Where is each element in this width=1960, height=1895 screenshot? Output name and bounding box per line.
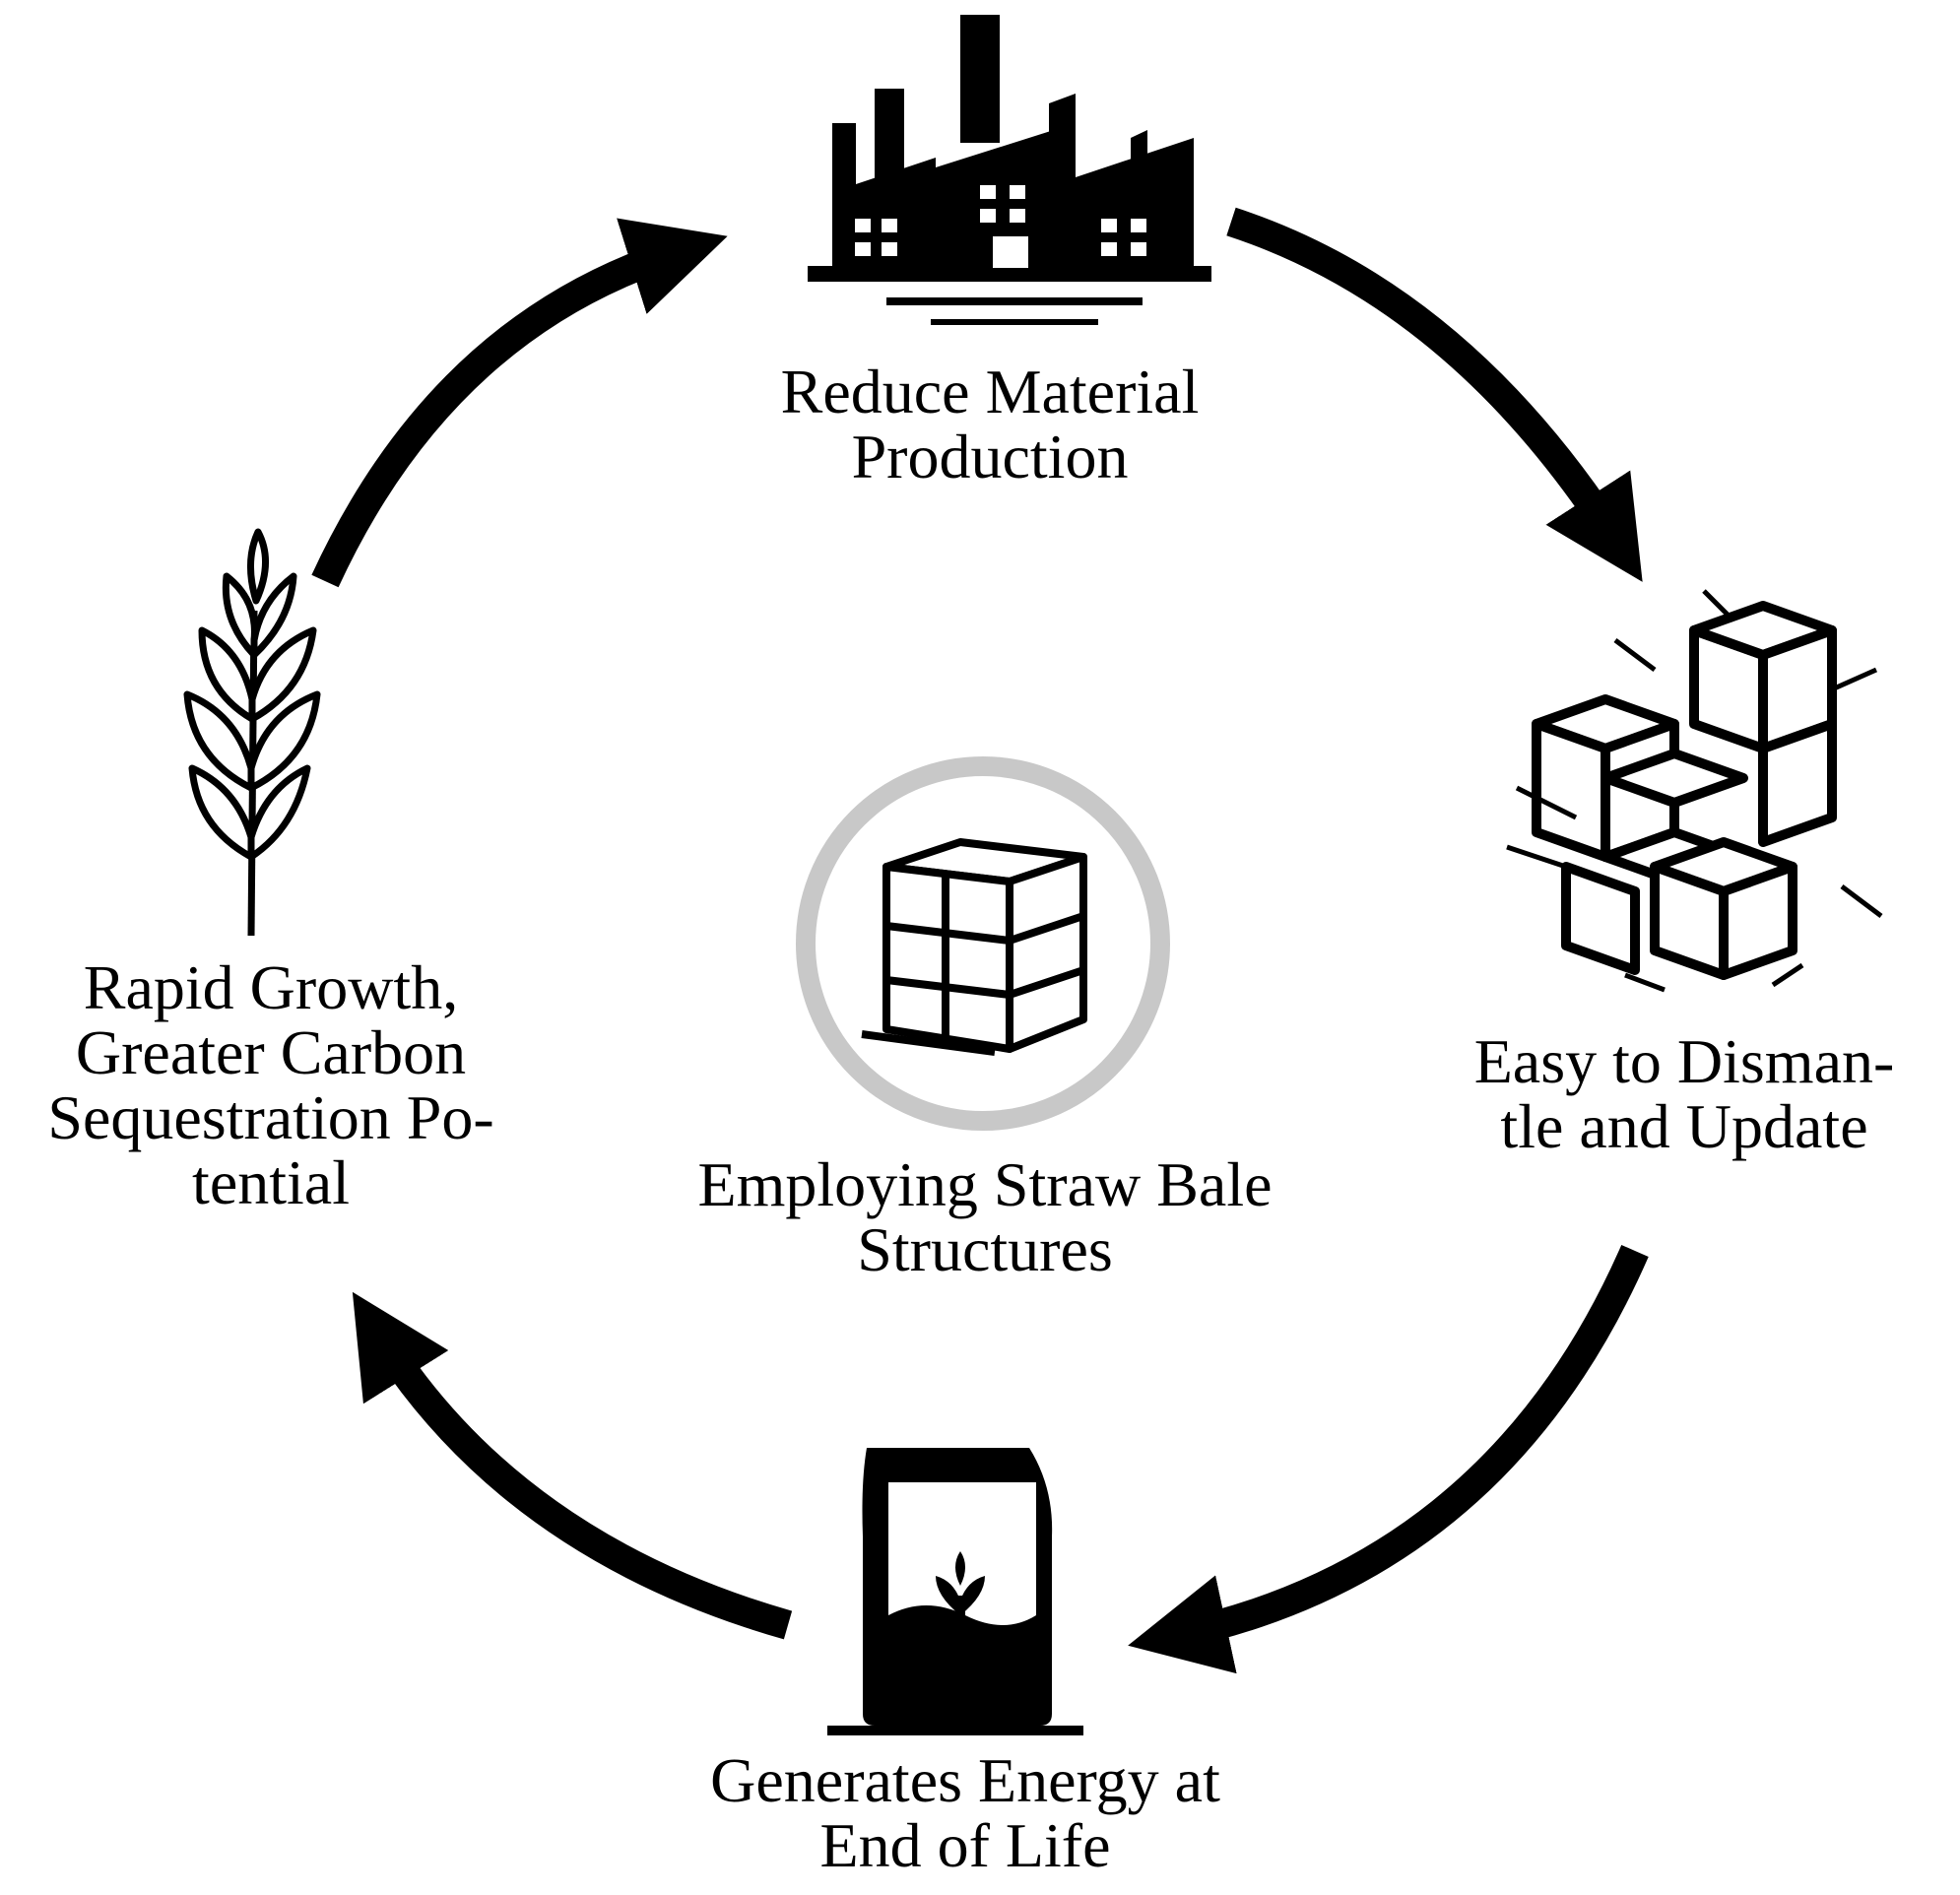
compost-bag-icon <box>827 1448 1083 1735</box>
center-ring <box>796 756 1170 1131</box>
arrow-left-to-top <box>311 218 728 588</box>
straw-bales-icon <box>1532 601 1837 980</box>
wheat-icon <box>183 528 321 937</box>
node-label-top: Reduce Material Production <box>780 357 1200 491</box>
arrow-top-to-right <box>1226 207 1643 582</box>
node-label-left: Rapid Growth, Greater Carbon Sequestrati… <box>47 952 494 1217</box>
straw-texture <box>1506 589 1883 993</box>
cycle-arrows <box>311 207 1649 1674</box>
arrow-bottom-to-left <box>352 1291 793 1640</box>
factory-icon <box>808 15 1211 325</box>
node-label-center: Employing Straw Bale Structures <box>697 1149 1273 1284</box>
straw-bale-icon <box>861 838 1087 1056</box>
node-label-bottom: Generates Energy at End of Life <box>710 1745 1220 1880</box>
arrow-right-to-bottom <box>1128 1244 1649 1674</box>
node-label-right: Easy to Disman- tle and Update <box>1473 1026 1895 1161</box>
